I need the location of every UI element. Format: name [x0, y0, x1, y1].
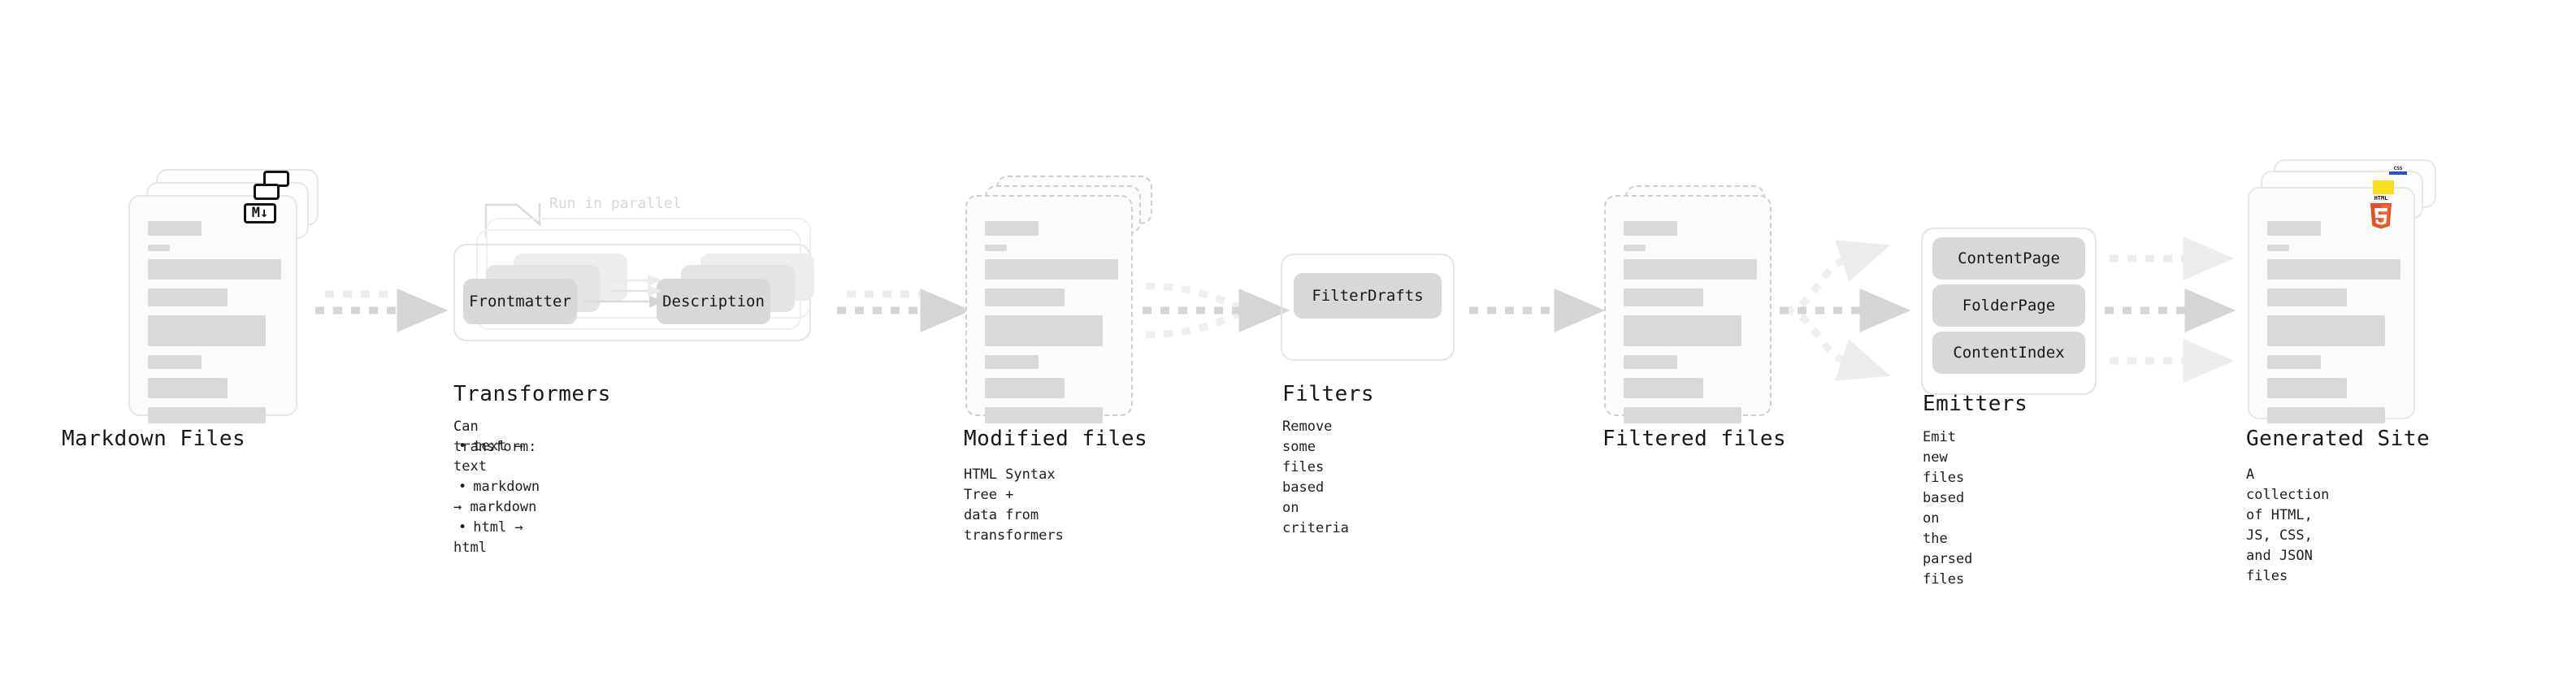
markdown-icon: M↓	[244, 203, 276, 223]
filters-group	[1281, 254, 1455, 361]
stage-title-filtered-files: Filtered files	[1602, 427, 1787, 451]
stage-title-generated-site: Generated Site	[2246, 427, 2431, 451]
chip-contentindex[interactable]: ContentIndex	[1932, 332, 2085, 374]
bullet-html-to-html: html → html	[453, 518, 540, 558]
arrow-emitters-to-site	[2105, 236, 2236, 383]
stage-title-transformers: Transformers	[453, 382, 611, 406]
chip-description[interactable]: Description	[657, 279, 770, 324]
markdown-icon-mid	[254, 184, 280, 200]
run-in-parallel-label: Run in parallel	[549, 195, 682, 212]
chip-contentpage[interactable]: ContentPage	[1932, 237, 2085, 280]
arrow-modified-to-filters	[1143, 282, 1290, 339]
file-card-front	[128, 195, 297, 423]
file-card-front-html	[2248, 187, 2415, 423]
stage-title-modified-files: Modified files	[964, 427, 1148, 451]
emitters-subtitle: Emit new files based on the parsed files	[1923, 429, 1973, 588]
file-content-placeholder	[1624, 221, 1757, 432]
chip-folderpage[interactable]: FolderPage	[1932, 284, 2085, 327]
file-content-placeholder	[2267, 221, 2400, 432]
filters-subtitle: Remove some files based on criteria	[1282, 419, 1349, 536]
transformers-bullet-list: text → text markdown → markdown html → h…	[453, 436, 540, 558]
bullet-markdown-to-markdown: markdown → markdown	[453, 477, 540, 518]
stage-title-filters: Filters	[1282, 382, 1375, 406]
js-icon	[2373, 180, 2394, 194]
stage-title-emitters: Emitters	[1923, 392, 2028, 416]
html5-icon: HTML	[2370, 195, 2392, 229]
arrow-transformers-to-modified	[837, 288, 972, 332]
svg-text:HTML: HTML	[2374, 195, 2388, 202]
file-content-placeholder	[985, 221, 1118, 432]
chip-filterdrafts[interactable]: FilterDrafts	[1294, 273, 1442, 319]
stage-title-markdown-files: Markdown Files	[62, 427, 246, 451]
emitters-group	[1921, 228, 2097, 395]
generated-site-subtitle: A collection of HTML, JS, CSS, and JSON …	[2246, 466, 2330, 584]
modified-files-subtitle: HTML Syntax Tree + data from transformer…	[964, 466, 1064, 544]
arrow-markdown-to-transformers	[315, 288, 449, 332]
arrow-filtered-to-emitters	[1780, 240, 1911, 381]
bullet-text-to-text: text → text	[453, 436, 540, 477]
file-card-front	[965, 195, 1133, 423]
file-card-front	[1604, 195, 1772, 423]
chip-frontmatter[interactable]: Frontmatter	[463, 279, 577, 324]
file-content-placeholder	[148, 221, 281, 432]
css-icon: CSS	[2389, 165, 2407, 175]
